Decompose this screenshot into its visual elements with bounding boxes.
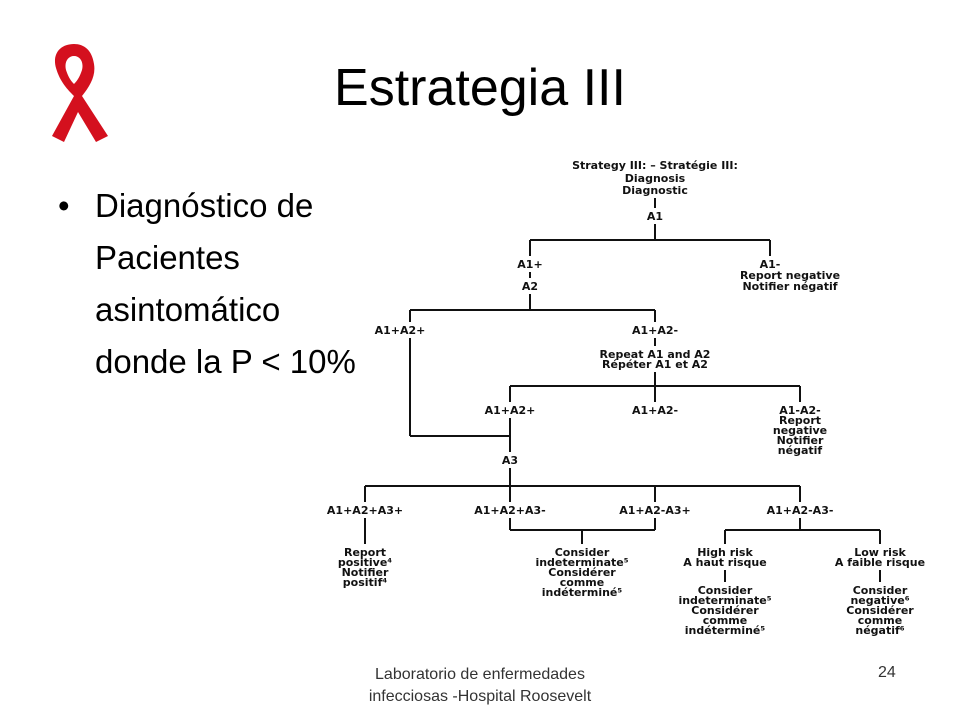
- node-r-a1p-a2n: A1+A2-: [632, 404, 678, 417]
- node-h-comme: comme: [703, 614, 747, 627]
- node-low-risk: Low risk: [854, 546, 906, 559]
- node-ind-consider: Consider: [555, 546, 610, 559]
- footer-line-1: Laboratorio de enfermedades: [375, 666, 585, 683]
- node-ind-indetermine: indéterminé⁵: [542, 586, 623, 599]
- node-high-risk: High risk: [697, 546, 753, 559]
- node-r-notifier: Notifier: [777, 434, 824, 447]
- node-a1: A1: [647, 210, 663, 223]
- node-repeter: Répéter A1 et A2: [602, 358, 708, 371]
- node-l-negatif: négatif⁶: [855, 624, 904, 637]
- node-l-considerer: Considérer: [846, 604, 914, 617]
- node-repeat: Repeat A1 and A2: [600, 348, 711, 361]
- node-h-considerer: Considérer: [691, 604, 759, 617]
- node-a2: A2: [522, 280, 538, 293]
- node-c3: A1+A2-A3+: [619, 504, 691, 517]
- node-notifier-negatif: Notifier négatif: [742, 280, 837, 293]
- node-l-negative: negative⁶: [850, 594, 909, 607]
- bullet-text: Diagnóstico de Pacientes asintomático do…: [95, 180, 455, 388]
- node-pos-notifier: Notifier: [342, 566, 389, 579]
- node-a1-neg: A1-: [760, 258, 781, 271]
- node-r-a1p-a2p: A1+A2+: [485, 404, 536, 417]
- bullet-line-2: Pacientes: [95, 239, 240, 276]
- node-l-comme: comme: [858, 614, 902, 627]
- node-faible-risque: A faible risque: [835, 556, 925, 569]
- footer-line-2: infecciosas -Hospital Roosevelt: [368, 688, 592, 705]
- node-r-negatif: négatif: [778, 444, 823, 457]
- strategy-flowchart: Strategy III: – Stratégie III: Diagnosis…: [327, 159, 925, 637]
- node-ind-indeterminate: indeterminate⁵: [535, 556, 628, 569]
- bullet-line-3: asintomático: [95, 291, 281, 328]
- node-diagnostic: Diagnostic: [622, 184, 688, 197]
- node-a1-pos: A1+: [517, 258, 542, 271]
- node-haut-risque: A haut risque: [683, 556, 766, 569]
- node-h-indetermine: indéterminé⁵: [685, 624, 766, 637]
- node-r-a1n-a2n: A1-A2-: [779, 404, 820, 417]
- node-a1p-a2n: A1+A2-: [632, 324, 678, 337]
- node-h-consider: Consider: [698, 584, 753, 597]
- node-a3: A3: [502, 454, 518, 467]
- node-pos-report: Report: [344, 546, 386, 559]
- bullet-line-1: Diagnóstico de: [95, 187, 314, 224]
- node-c4: A1+A2-A3-: [767, 504, 834, 517]
- node-l-consider: Consider: [853, 584, 908, 597]
- page-number: 24: [878, 664, 896, 681]
- node-diagnosis: Diagnosis: [625, 172, 686, 185]
- slide-footer: Laboratorio de enfermedades infecciosas …: [330, 664, 630, 708]
- node-pos-positive: positive⁴: [338, 556, 392, 569]
- node-report-negative: Report negative: [740, 269, 840, 282]
- red-ribbon-icon: [52, 44, 108, 142]
- node-ind-considerer: Considérer: [548, 566, 616, 579]
- flowchart-header: Strategy III: – Stratégie III:: [572, 159, 738, 172]
- node-r-report: Report: [779, 414, 821, 427]
- node-a1p-a2p: A1+A2+: [375, 324, 426, 337]
- node-c1: A1+A2+A3+: [327, 504, 403, 517]
- node-c2: A1+A2+A3-: [474, 504, 546, 517]
- node-ind-comme: comme: [560, 576, 604, 589]
- ribbon-shape: [52, 44, 108, 142]
- bullet-line-4: donde la P < 10%: [95, 343, 356, 380]
- node-r-negative: negative: [773, 424, 827, 437]
- node-h-indeterminate: indeterminate⁵: [678, 594, 771, 607]
- node-pos-positif: positif⁴: [343, 576, 388, 589]
- slide-title: Estrategia III: [334, 59, 626, 117]
- bullet-marker: •: [58, 187, 70, 224]
